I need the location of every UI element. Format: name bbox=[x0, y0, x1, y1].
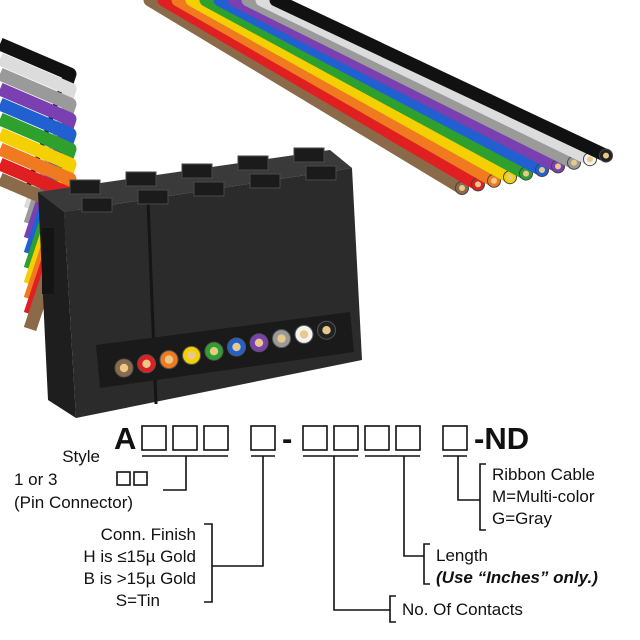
wire-core bbox=[539, 167, 545, 173]
style-note: (Pin Connector) bbox=[14, 493, 133, 512]
wire-core bbox=[475, 181, 481, 188]
ribbon-wire bbox=[157, 0, 485, 191]
ribbon-wire bbox=[213, 0, 549, 177]
contact-holes bbox=[69, 147, 337, 213]
wire-core bbox=[523, 170, 529, 177]
wire-core bbox=[603, 152, 609, 159]
ribbon-wire bbox=[143, 0, 469, 195]
bracket-length bbox=[423, 543, 430, 585]
part-number: A - -ND bbox=[114, 421, 529, 456]
contact-hole bbox=[193, 181, 225, 197]
contacts-label: No. Of Contacts bbox=[402, 600, 523, 619]
wire-core bbox=[119, 363, 129, 373]
finish-s: S=Tin bbox=[116, 591, 160, 610]
wire-core bbox=[277, 334, 286, 343]
finish-b: B is >15µ Gold bbox=[84, 569, 196, 588]
wire-core bbox=[555, 163, 561, 170]
wire-core bbox=[232, 342, 241, 352]
code-box-5 bbox=[302, 425, 328, 451]
style-option: 1 or 3 bbox=[14, 470, 57, 489]
length-note: (Use “Inches” only.) bbox=[436, 568, 598, 587]
ribbon-wire bbox=[199, 0, 533, 181]
label-contacts: No. Of Contacts bbox=[402, 600, 523, 619]
wire-core bbox=[187, 351, 196, 360]
wire-core bbox=[491, 177, 497, 184]
label-style: Style 1 or 3 (Pin Connector) bbox=[14, 447, 148, 512]
label-finish: Conn. Finish H is ≤15µ Gold B is >15µ Go… bbox=[83, 525, 196, 610]
length-title: Length bbox=[436, 546, 488, 565]
style-box-2 bbox=[133, 471, 148, 486]
contact-hole bbox=[81, 197, 113, 213]
bracket-finish bbox=[204, 523, 213, 603]
ribbon-wire bbox=[185, 0, 517, 184]
ribbon-wire bbox=[255, 0, 597, 166]
wire-core bbox=[459, 185, 465, 191]
wire-core bbox=[299, 330, 309, 339]
contact-hole bbox=[293, 147, 325, 163]
ribbon-m: M=Multi-color bbox=[492, 487, 595, 506]
connector-latch-slot bbox=[42, 228, 54, 294]
callout-ribbon bbox=[443, 455, 480, 501]
callout-finish bbox=[212, 455, 275, 567]
wire-core bbox=[209, 347, 219, 356]
code-box-3 bbox=[203, 425, 229, 451]
part-number-dash: - bbox=[282, 421, 292, 456]
style-box-1 bbox=[116, 471, 131, 486]
wire-core bbox=[507, 174, 513, 181]
ribbon-wire bbox=[241, 0, 581, 170]
callout-length bbox=[365, 455, 424, 557]
contact-hole bbox=[305, 165, 337, 181]
style-title: Style bbox=[62, 447, 100, 466]
contact-hole bbox=[69, 179, 101, 195]
finish-h: H is ≤15µ Gold bbox=[83, 547, 196, 566]
code-box-9 bbox=[442, 425, 468, 451]
bracket-contacts bbox=[389, 595, 396, 623]
wire-core bbox=[164, 355, 174, 364]
contact-hole bbox=[125, 171, 157, 187]
callout-style bbox=[142, 455, 228, 491]
ribbon-cable-right bbox=[143, 0, 613, 195]
part-number-suffix: -ND bbox=[474, 421, 529, 456]
connector-wire-strip bbox=[96, 312, 354, 388]
contact-hole bbox=[137, 189, 169, 205]
wire-core bbox=[254, 338, 264, 347]
bracket-ribbon bbox=[479, 463, 486, 531]
code-box-8 bbox=[395, 425, 421, 451]
wire-core bbox=[142, 359, 151, 368]
contact-hole bbox=[181, 163, 213, 179]
contact-hole bbox=[249, 173, 281, 189]
code-box-4 bbox=[250, 425, 276, 451]
wire-core bbox=[571, 159, 577, 166]
label-length: Length (Use “Inches” only.) bbox=[436, 546, 598, 587]
finish-title: Conn. Finish bbox=[101, 525, 196, 544]
callout-lines bbox=[142, 455, 486, 623]
idc-connector bbox=[38, 147, 362, 418]
contact-hole bbox=[237, 155, 269, 171]
code-box-6 bbox=[333, 425, 359, 451]
connector-top-face bbox=[38, 150, 352, 212]
ribbon-g: G=Gray bbox=[492, 509, 552, 528]
code-box-1 bbox=[141, 425, 167, 451]
wire-core bbox=[322, 326, 331, 335]
wire-core bbox=[587, 156, 593, 163]
label-ribbon: Ribbon Cable M=Multi-color G=Gray bbox=[492, 465, 595, 528]
part-number-prefix: A bbox=[114, 421, 136, 456]
ribbon-wire bbox=[171, 0, 501, 188]
code-box-7 bbox=[364, 425, 390, 451]
ribbon-wire bbox=[269, 0, 613, 163]
code-box-2 bbox=[172, 425, 198, 451]
wire-ends bbox=[114, 320, 336, 378]
ribbon-wire bbox=[227, 0, 565, 173]
ribbon-title: Ribbon Cable bbox=[492, 465, 595, 484]
callout-contacts bbox=[303, 455, 390, 611]
